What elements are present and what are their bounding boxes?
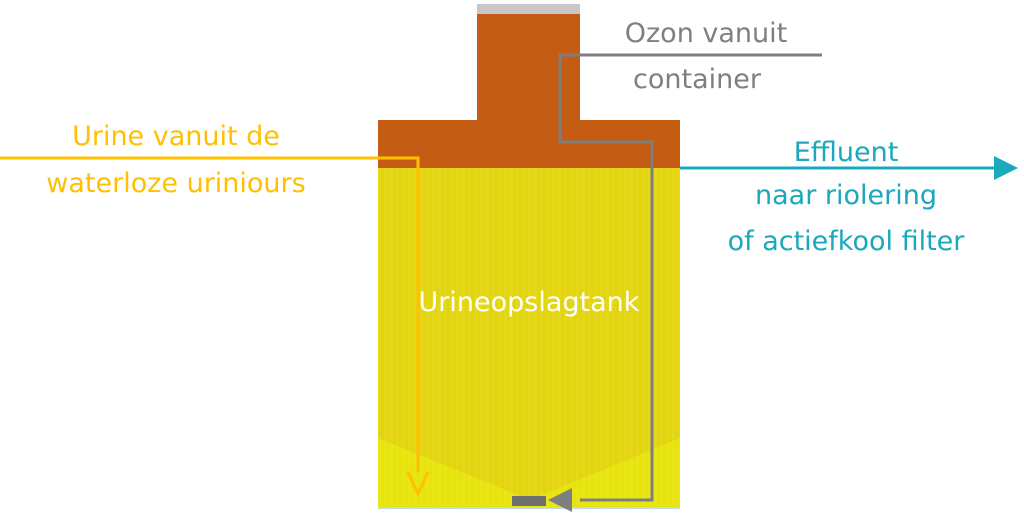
urine-label-line2: waterloze uriniours — [46, 168, 305, 199]
tank-lid — [477, 4, 580, 14]
ozone-arrowhead — [548, 488, 572, 512]
urine-inlet-pipe — [0, 156, 420, 472]
urine-arrowhead — [406, 471, 430, 498]
urine-label-line1: Urine vanuit de — [72, 121, 280, 152]
ozone-pipe — [558, 53, 822, 502]
effluent-label-line3: of actiefkool filter — [728, 226, 966, 257]
effluent-label-line1: Effluent — [794, 137, 899, 168]
tank-label: Urineopslagtank — [419, 287, 640, 318]
ozone-label-line2: container — [633, 64, 762, 95]
ozone-label-line1: Ozon vanuit — [625, 18, 787, 49]
effluent-label-line2: naar riolering — [755, 180, 937, 211]
effluent-arrowhead — [994, 156, 1018, 180]
tank-top-section — [378, 12, 680, 168]
ozone-diffuser — [512, 496, 546, 506]
tank-stripes — [378, 168, 680, 508]
